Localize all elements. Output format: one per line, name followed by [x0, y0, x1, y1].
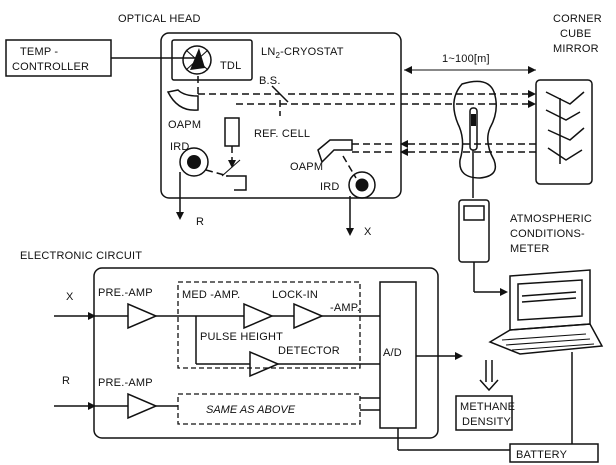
lock-in-amp [293, 302, 324, 330]
temp-controller-label-1: TEMP - [20, 46, 58, 58]
ref-path-diag [221, 159, 241, 177]
oapm-2-mirror [317, 139, 353, 164]
battery-label: BATTERY [516, 449, 568, 461]
oapm-1-mirror [166, 89, 199, 111]
meter-to-pc-arrow [500, 288, 508, 296]
r-output-label: R [196, 216, 204, 228]
electronic-circuit-title: ELECTRONIC CIRCUIT [20, 250, 142, 262]
same-as-above-label: SAME AS ABOVE [206, 404, 296, 416]
gas-cloud [453, 80, 497, 179]
corner-cube-reflectors [545, 91, 585, 161]
pulse-height-label-2: DETECTOR [278, 345, 340, 357]
x-input-arrow [88, 312, 96, 320]
distance-arrow-right [528, 66, 536, 74]
pre-amp-1 [127, 302, 158, 330]
tdl-label: TDL [220, 60, 241, 72]
distance-label: 1~100[m] [442, 53, 490, 65]
r-output-arrow [176, 212, 184, 220]
atmospheric-label-2: CONDITIONS- [510, 228, 585, 240]
probe-bulb [471, 114, 476, 126]
beam-to-ird-2 [342, 155, 357, 179]
methane-label-2: DENSITY [462, 416, 512, 428]
beam-splitter [271, 85, 289, 103]
med-amp-label: MED -AMP. [182, 289, 240, 301]
signal-module-box [177, 281, 361, 369]
laptop-keyboard [501, 333, 595, 351]
beam-return-free-1-arrow [400, 140, 408, 148]
atmospheric-label-3: METER [510, 243, 550, 255]
tdl-circle [182, 45, 212, 75]
med-amp [243, 302, 274, 330]
oapm-1-label: OAPM [168, 119, 201, 131]
lock-in-label-1: LOCK-IN [272, 289, 318, 301]
electronic-circuit-box [93, 267, 439, 439]
temp-controller-label-2: CONTROLLER [12, 61, 89, 73]
methane-arrow-head [479, 379, 499, 392]
beam-arrow-down [228, 160, 236, 168]
pre-amp-2-label: PRE.-AMP [98, 377, 153, 389]
ird-1-label: IRD [170, 141, 190, 153]
ird-1-detector [187, 155, 201, 169]
corner-cube-box [535, 79, 593, 185]
laptop-base [488, 323, 604, 355]
ird-1-circle [179, 147, 209, 177]
optical-head-title: OPTICAL HEAD [118, 13, 201, 25]
beam-free-2-arrow [528, 100, 536, 108]
lock-in-label-2: -AMP. [330, 302, 360, 314]
beam-splitter-label: B.S. [259, 75, 281, 87]
ird-2-label: IRD [320, 181, 340, 193]
methane-box [455, 395, 513, 431]
atmospheric-label-1: ATMOSPHERIC [510, 213, 592, 225]
ln2-cryostat-label: LN2-CRYOSTAT [261, 46, 344, 60]
methane-label-1: METHANE [460, 401, 515, 413]
optical-head-box [160, 32, 402, 199]
ref-cell [224, 117, 240, 147]
beam-return-free-2-arrow [400, 148, 408, 156]
pulse-height-detector [249, 350, 280, 378]
ref-cell-label: REF. CELL [254, 128, 310, 140]
tdl-cross-2 [185, 49, 209, 71]
ad-to-pc-arrow [455, 352, 463, 360]
x-output-arrow [346, 228, 354, 236]
atmospheric-meter-display [463, 205, 485, 221]
r-input-arrow [88, 402, 96, 410]
cryostat-box [171, 39, 253, 81]
same-as-above-box [177, 393, 361, 425]
beam-free-1-arrow [528, 90, 536, 98]
x-input-label: X [66, 291, 74, 303]
pre-amp-1-label: PRE.-AMP [98, 287, 153, 299]
corner-cube-label-1: CORNER [553, 13, 602, 25]
corner-cube-label-3: MIRROR [553, 43, 599, 55]
ird-2-detector [355, 178, 369, 192]
distance-arrow-left [404, 66, 412, 74]
laptop-screen-inner [517, 279, 583, 321]
laptop-screen-text [521, 291, 577, 303]
ird-2-circle [348, 171, 376, 199]
pulse-height-label-1: PULSE HEIGHT [200, 331, 283, 343]
corner-cube-label-2: CUBE [560, 28, 591, 40]
r-input-label: R [62, 375, 70, 387]
x-output-label: X [364, 226, 372, 238]
ref-path-mirror [226, 175, 247, 191]
ad-label: A/D [383, 347, 402, 359]
battery-box [509, 443, 599, 463]
pre-amp-2 [127, 392, 158, 420]
oapm-2-label: OAPM [290, 161, 323, 173]
beam-to-ird-1 [205, 169, 229, 177]
